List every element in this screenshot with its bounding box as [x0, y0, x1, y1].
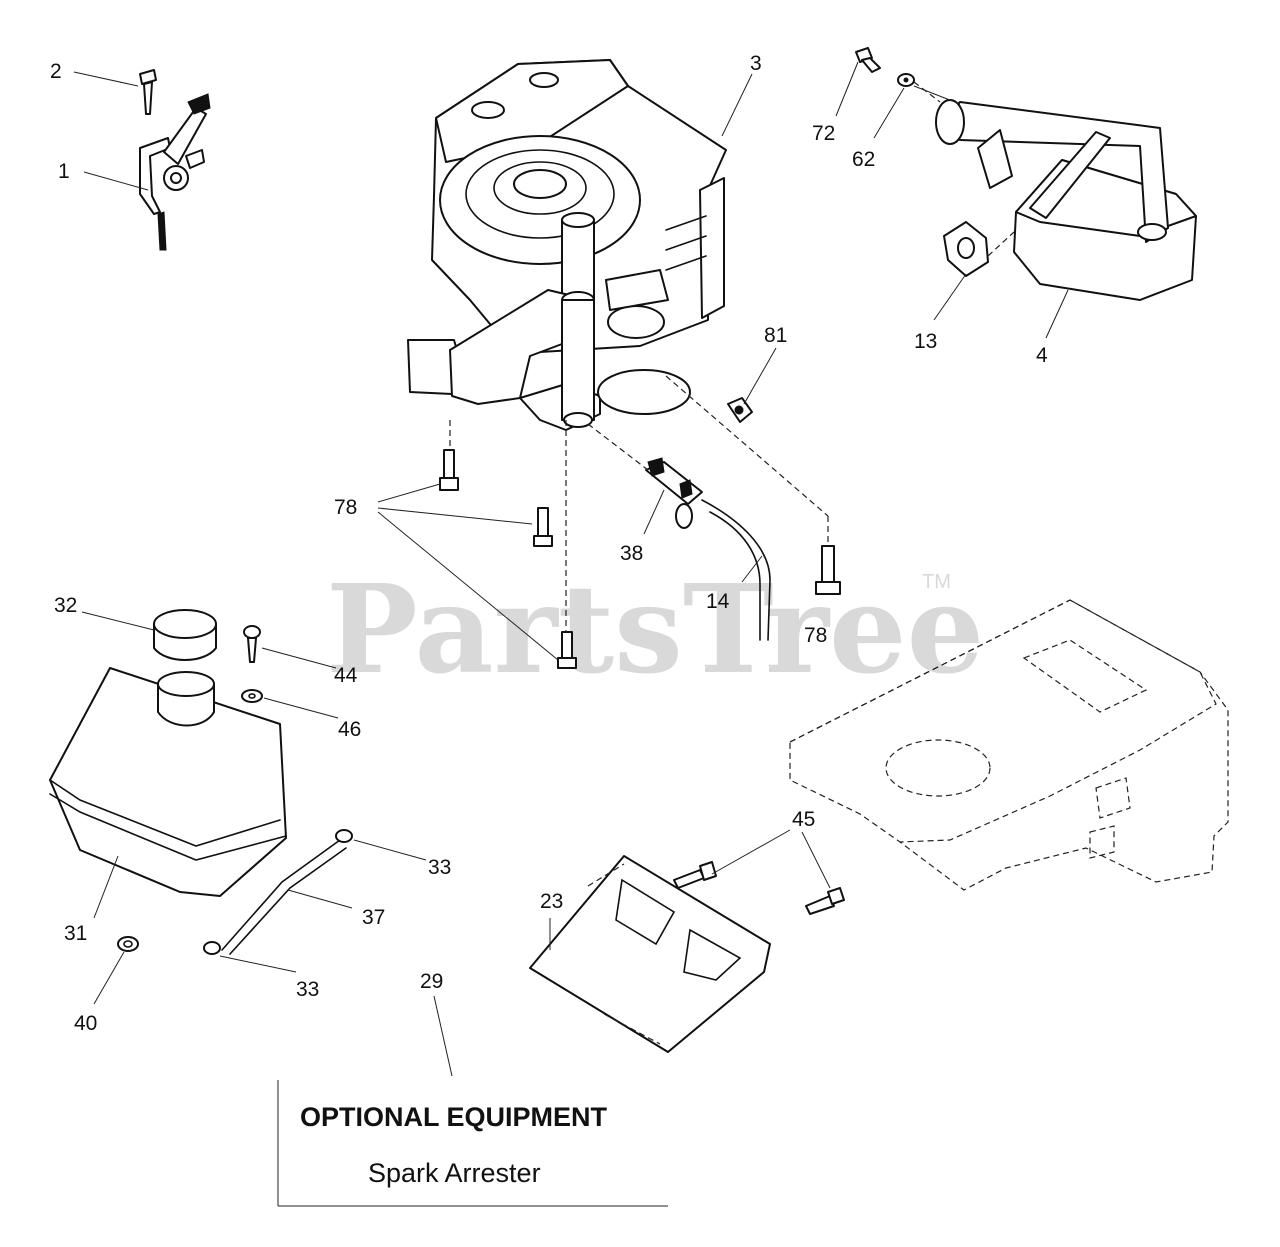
callout-45: 45 [792, 808, 815, 831]
part-46-washer [241, 689, 263, 703]
optional-equipment-title: OPTIONAL EQUIPMENT [300, 1102, 608, 1132]
optional-equipment-note: OPTIONAL EQUIPMENT Spark Arrester [277, 1080, 668, 1207]
callout-32: 32 [54, 594, 77, 617]
callout-78-right: 78 [804, 624, 827, 647]
part-33-clamps [203, 829, 353, 955]
part-2-screw [139, 69, 157, 115]
callout-14: 14 [706, 590, 730, 613]
part-78-bolts [439, 449, 841, 669]
optional-equipment-item: Spark Arrester [368, 1158, 541, 1188]
callout-labels: 2 1 3 72 62 13 4 81 78 38 14 78 32 44 46… [50, 52, 1048, 1035]
callout-37: 37 [362, 906, 385, 929]
callout-40: 40 [74, 1012, 97, 1035]
callout-13: 13 [914, 330, 937, 353]
part-13-gasket [943, 221, 989, 277]
part-23-spark-arrester-screen [529, 855, 771, 1053]
callout-3: 3 [750, 52, 762, 75]
callout-46: 46 [338, 718, 361, 741]
callout-2: 2 [50, 60, 62, 83]
part-32-fuel-cap [153, 609, 217, 661]
callout-31: 31 [64, 922, 87, 945]
part-62-washer [897, 73, 915, 87]
part-37-fuel-line [221, 839, 347, 955]
callout-38: 38 [620, 542, 643, 565]
part-40-grommet [117, 936, 139, 952]
callout-33-upper: 33 [428, 856, 451, 879]
callout-44: 44 [334, 664, 358, 687]
callout-23: 23 [540, 890, 563, 913]
part-31-fuel-tank [49, 667, 287, 897]
callout-29: 29 [420, 970, 443, 993]
callout-62: 62 [852, 148, 875, 171]
callout-72: 72 [812, 122, 835, 145]
part-72-bolt [855, 47, 881, 73]
part-14-fuel-line [701, 499, 771, 641]
part-1-throttle-control [139, 93, 211, 251]
part-44-screw [243, 625, 261, 663]
part-81-fitting [727, 397, 753, 423]
leader-lines [73, 61, 1069, 1077]
callout-81: 81 [764, 324, 787, 347]
part-4-muffler [935, 99, 1197, 301]
part-45-bolts [673, 861, 845, 915]
part-3-engine [407, 59, 727, 431]
callout-1: 1 [58, 160, 70, 183]
watermark-text: PartsTree [326, 557, 984, 701]
callout-33-lower: 33 [296, 978, 319, 1001]
callout-78-left: 78 [334, 496, 357, 519]
watermark-trademark: TM [922, 571, 951, 593]
callout-4: 4 [1036, 344, 1048, 367]
engine-deck-plate [789, 599, 1229, 891]
part-38-fuel-filter [645, 457, 703, 529]
